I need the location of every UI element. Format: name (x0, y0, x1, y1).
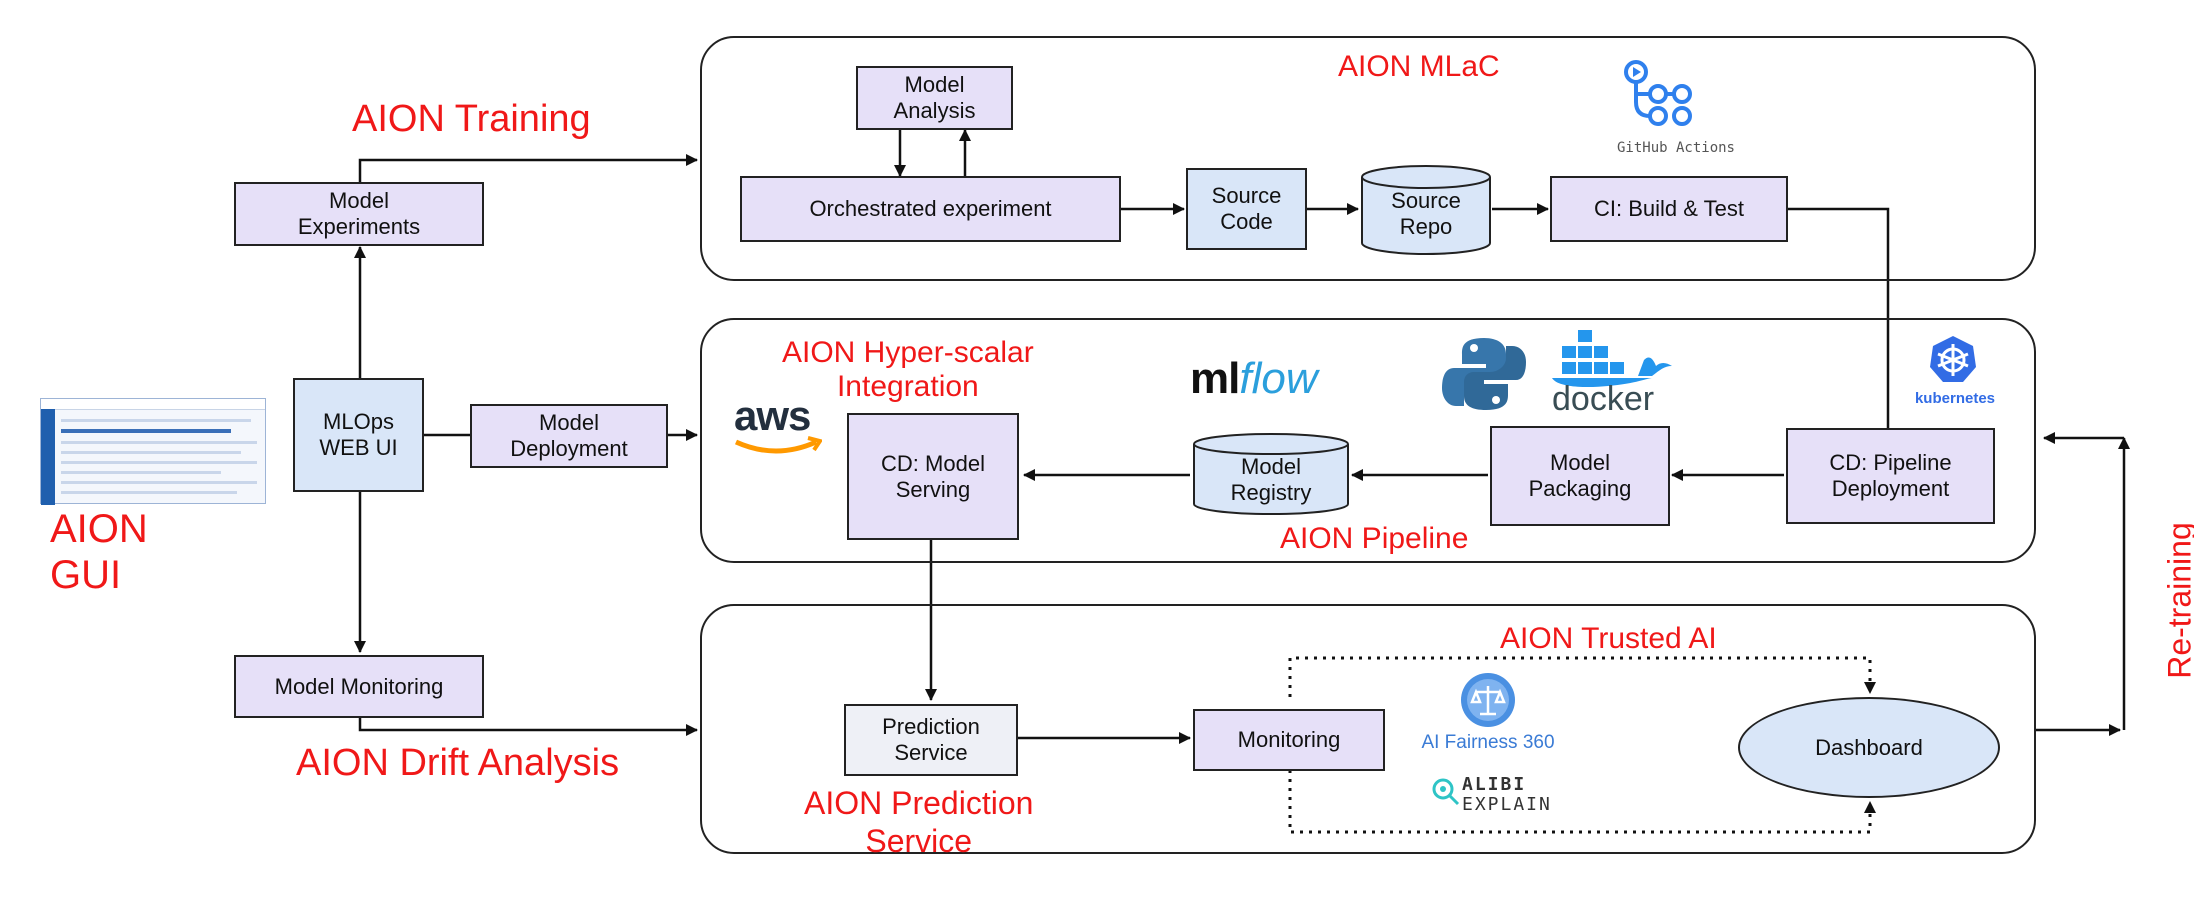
dotted-trusted-ai-loop (1288, 656, 1876, 834)
mlops-web-ui-node: MLOps WEB UI (293, 378, 424, 492)
aion-gui-screenshot (40, 398, 266, 505)
cd-pipeline-deployment-node: CD: Pipeline Deployment (1786, 428, 1995, 524)
model-monitoring-node: Model Monitoring (234, 655, 484, 718)
aion-pipeline-label: AION Pipeline (1280, 522, 1469, 555)
kubernetes-logo: kubernetes (1900, 334, 2010, 414)
model-deployment-node: Model Deployment (470, 404, 668, 468)
model-experiments-node: Model Experiments (234, 182, 484, 246)
aws-logo: aws (730, 392, 830, 462)
mlflow-flow-text: flow (1239, 354, 1318, 403)
mlac-panel (700, 36, 2036, 281)
docker-logo: docker (1548, 326, 1678, 418)
pipeline-panel (700, 318, 2036, 563)
kubernetes-text: kubernetes (1914, 390, 1996, 407)
model-registry-cylinder (1193, 433, 1349, 515)
aion-prediction-service-label: AION Prediction Service (804, 785, 1034, 859)
monitoring-node: Monitoring (1193, 709, 1385, 771)
ai-fairness-360-text: AI Fairness 360 (1421, 732, 1555, 753)
python-logo (1440, 334, 1528, 414)
docker-whale-icon (1552, 330, 1672, 388)
github-actions-icon (1624, 60, 1692, 126)
github-actions-logo: GitHub Actions (1596, 58, 1756, 162)
source-repo-cylinder (1361, 165, 1491, 255)
docker-text: docker (1552, 380, 1655, 418)
dashboard-node: Dashboard (1738, 697, 2000, 798)
aion-mlac-label: AION MLaC (1338, 50, 1500, 83)
python-icon (1442, 338, 1526, 410)
arrow-ci-to-cd-pipeline (1788, 207, 1894, 441)
aion-drift-analysis-label: AION Drift Analysis (296, 742, 620, 784)
cd-model-serving-node: CD: Model Serving (847, 413, 1019, 540)
alibi-text: ALIBI (1462, 774, 1527, 795)
explain-text: EXPLAIN (1462, 794, 1552, 815)
alibi-explain-logo: ALIBI EXPLAIN (1430, 774, 1590, 820)
model-registry-node: Model Registry (1192, 432, 1350, 516)
orchestrated-experiment-node: Orchestrated experiment (740, 176, 1121, 242)
aion-hyper-scalar-label: AION Hyper-scalar Integration (782, 336, 1034, 403)
mlflow-logo: mlflow (1190, 354, 1360, 414)
aws-smile-icon (734, 436, 822, 454)
github-actions-text: GitHub Actions (1616, 140, 1735, 156)
aion-trusted-ai-label: AION Trusted AI (1500, 622, 1717, 655)
drift-panel (700, 604, 2036, 854)
source-code-node: Source Code (1186, 168, 1307, 250)
source-repo-label: Source Repo (1391, 188, 1461, 239)
aion-training-label: AION Training (352, 98, 591, 140)
scales-icon (1461, 673, 1515, 727)
aws-text: aws (734, 392, 811, 439)
arrow-monitoring-to-drift (358, 718, 698, 736)
aion-gui-label: AION GUI (50, 507, 148, 597)
re-training-label: Re-training (2161, 522, 2194, 679)
model-packaging-node: Model Packaging (1490, 426, 1670, 526)
mlflow-ml-text: ml (1190, 354, 1240, 403)
ci-build-test-node: CI: Build & Test (1550, 176, 1788, 242)
ai-fairness-360-logo: AI Fairness 360 (1388, 672, 1588, 756)
prediction-service-node: Prediction Service (844, 704, 1018, 776)
arrow-experiments-to-mlac (358, 154, 698, 182)
alibi-icon (1432, 778, 1460, 806)
model-registry-label: Model Registry (1230, 454, 1312, 505)
kubernetes-helm-icon (1930, 336, 1976, 382)
model-analysis-node: Model Analysis (856, 66, 1013, 130)
source-repo-node: Source Repo (1360, 164, 1492, 256)
